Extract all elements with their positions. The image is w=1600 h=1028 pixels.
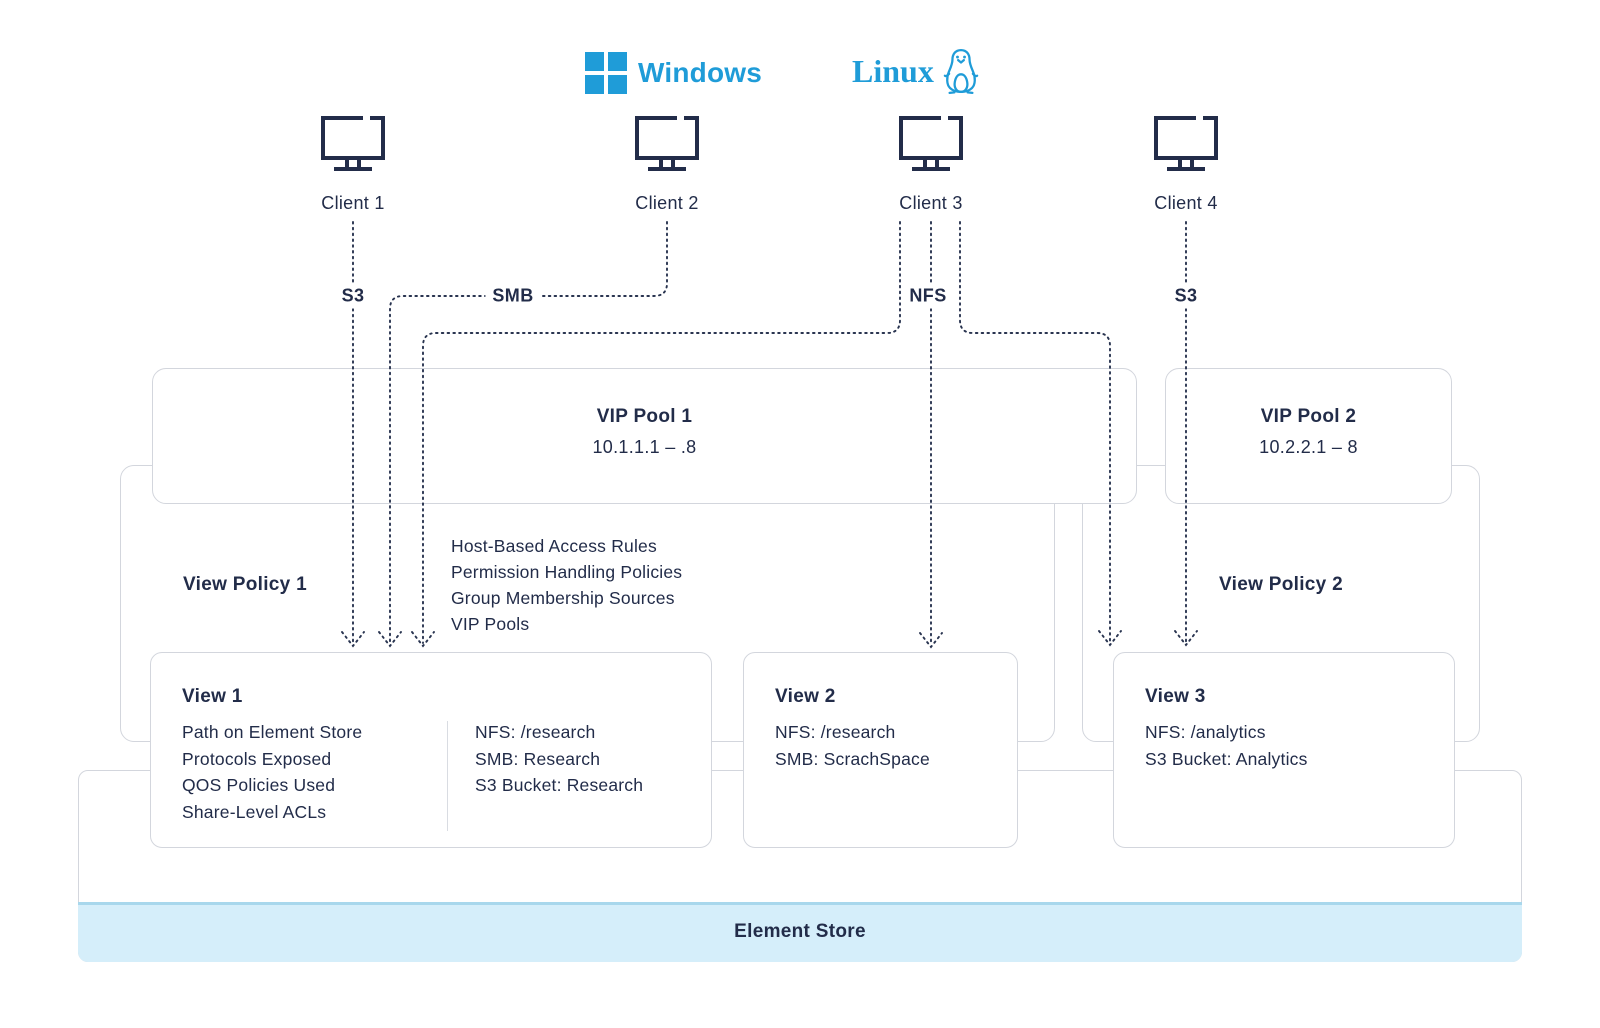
windows-label: Windows xyxy=(638,57,763,88)
client-3: Client 3 xyxy=(861,114,1001,214)
linux-tux-icon xyxy=(943,48,979,94)
view-3-title: View 3 xyxy=(1145,686,1206,707)
client-label: Client 2 xyxy=(635,193,699,213)
vip-pool-1-range: 10.1.1.1 – .8 xyxy=(592,437,697,457)
view-share: NFS: /research xyxy=(475,722,596,742)
view-1-box: View 1 Path on Element Store Protocols E… xyxy=(150,652,712,848)
view-policy-item: Permission Handling Policies xyxy=(451,562,683,582)
client-label: Client 1 xyxy=(321,193,385,213)
client-4: Client 4 xyxy=(1116,114,1256,214)
client-label: Client 4 xyxy=(1154,193,1218,213)
view-2-box: View 2 NFS: /research SMB: ScrachSpace xyxy=(743,652,1018,848)
client-1: Client 1 xyxy=(283,114,423,214)
view-3-items: NFS: /analytics S3 Bucket: Analytics xyxy=(1145,719,1308,772)
view-attribute: QOS Policies Used xyxy=(182,775,336,795)
view-share: SMB: ScrachSpace xyxy=(775,748,930,769)
monitor-icon xyxy=(899,116,963,171)
windows-header: Windows xyxy=(585,52,762,94)
linux-label: Linux xyxy=(852,52,934,89)
view-share: S3 Bucket: Analytics xyxy=(1145,748,1308,769)
view-policy-item: VIP Pools xyxy=(451,614,530,634)
view-attribute: Protocols Exposed xyxy=(182,748,332,769)
view-policy-1-label: View Policy 1 xyxy=(183,574,307,595)
element-store-bar: Element Store xyxy=(78,902,1522,962)
view-attribute: Path on Element Store xyxy=(182,722,363,742)
view-1-divider xyxy=(447,721,448,831)
protocol-label-s3-1: S3 xyxy=(334,283,372,309)
view-share: NFS: /research xyxy=(775,722,896,742)
view-policy-1-items: Host-Based Access Rules Permission Handl… xyxy=(451,533,682,637)
windows-logo-icon xyxy=(585,52,627,94)
linux-header: Linux xyxy=(852,48,980,94)
view-2-title: View 2 xyxy=(775,686,836,707)
element-store-label: Element Store xyxy=(734,921,866,942)
vip-pool-2-range: 10.2.2.1 – 8 xyxy=(1259,437,1358,457)
client-2: Client 2 xyxy=(597,114,737,214)
protocol-label-s3-2: S3 xyxy=(1167,283,1205,309)
view-1-left-items: Path on Element Store Protocols Exposed … xyxy=(182,719,362,825)
view-policy-item: Group Membership Sources xyxy=(451,588,675,608)
vip-pool-2-title: VIP Pool 2 xyxy=(1260,406,1357,427)
vip-pool-1-title: VIP Pool 1 xyxy=(596,406,693,427)
protocol-label-smb: SMB xyxy=(485,283,541,309)
monitor-icon xyxy=(635,116,699,171)
view-1-title: View 1 xyxy=(182,686,243,707)
monitor-icon xyxy=(1154,116,1218,171)
vip-pool-1-box: VIP Pool 1 10.1.1.1 – .8 xyxy=(152,368,1137,504)
vip-pool-2-box: VIP Pool 2 10.2.2.1 – 8 xyxy=(1165,368,1452,504)
view-1-right-items: NFS: /research SMB: Research S3 Bucket: … xyxy=(475,719,643,799)
view-share: SMB: Research xyxy=(475,748,601,769)
monitor-icon xyxy=(321,116,385,171)
view-2-items: NFS: /research SMB: ScrachSpace xyxy=(775,719,930,772)
view-3-box: View 3 NFS: /analytics S3 Bucket: Analyt… xyxy=(1113,652,1455,848)
view-policy-item: Host-Based Access Rules xyxy=(451,536,657,556)
view-share: NFS: /analytics xyxy=(1145,722,1266,742)
protocol-label-nfs: NFS xyxy=(902,283,954,309)
client-label: Client 3 xyxy=(899,193,963,213)
view-policy-2-label: View Policy 2 xyxy=(1219,574,1343,595)
view-attribute: Share-Level ACLs xyxy=(182,801,327,822)
view-share: S3 Bucket: Research xyxy=(475,775,644,795)
